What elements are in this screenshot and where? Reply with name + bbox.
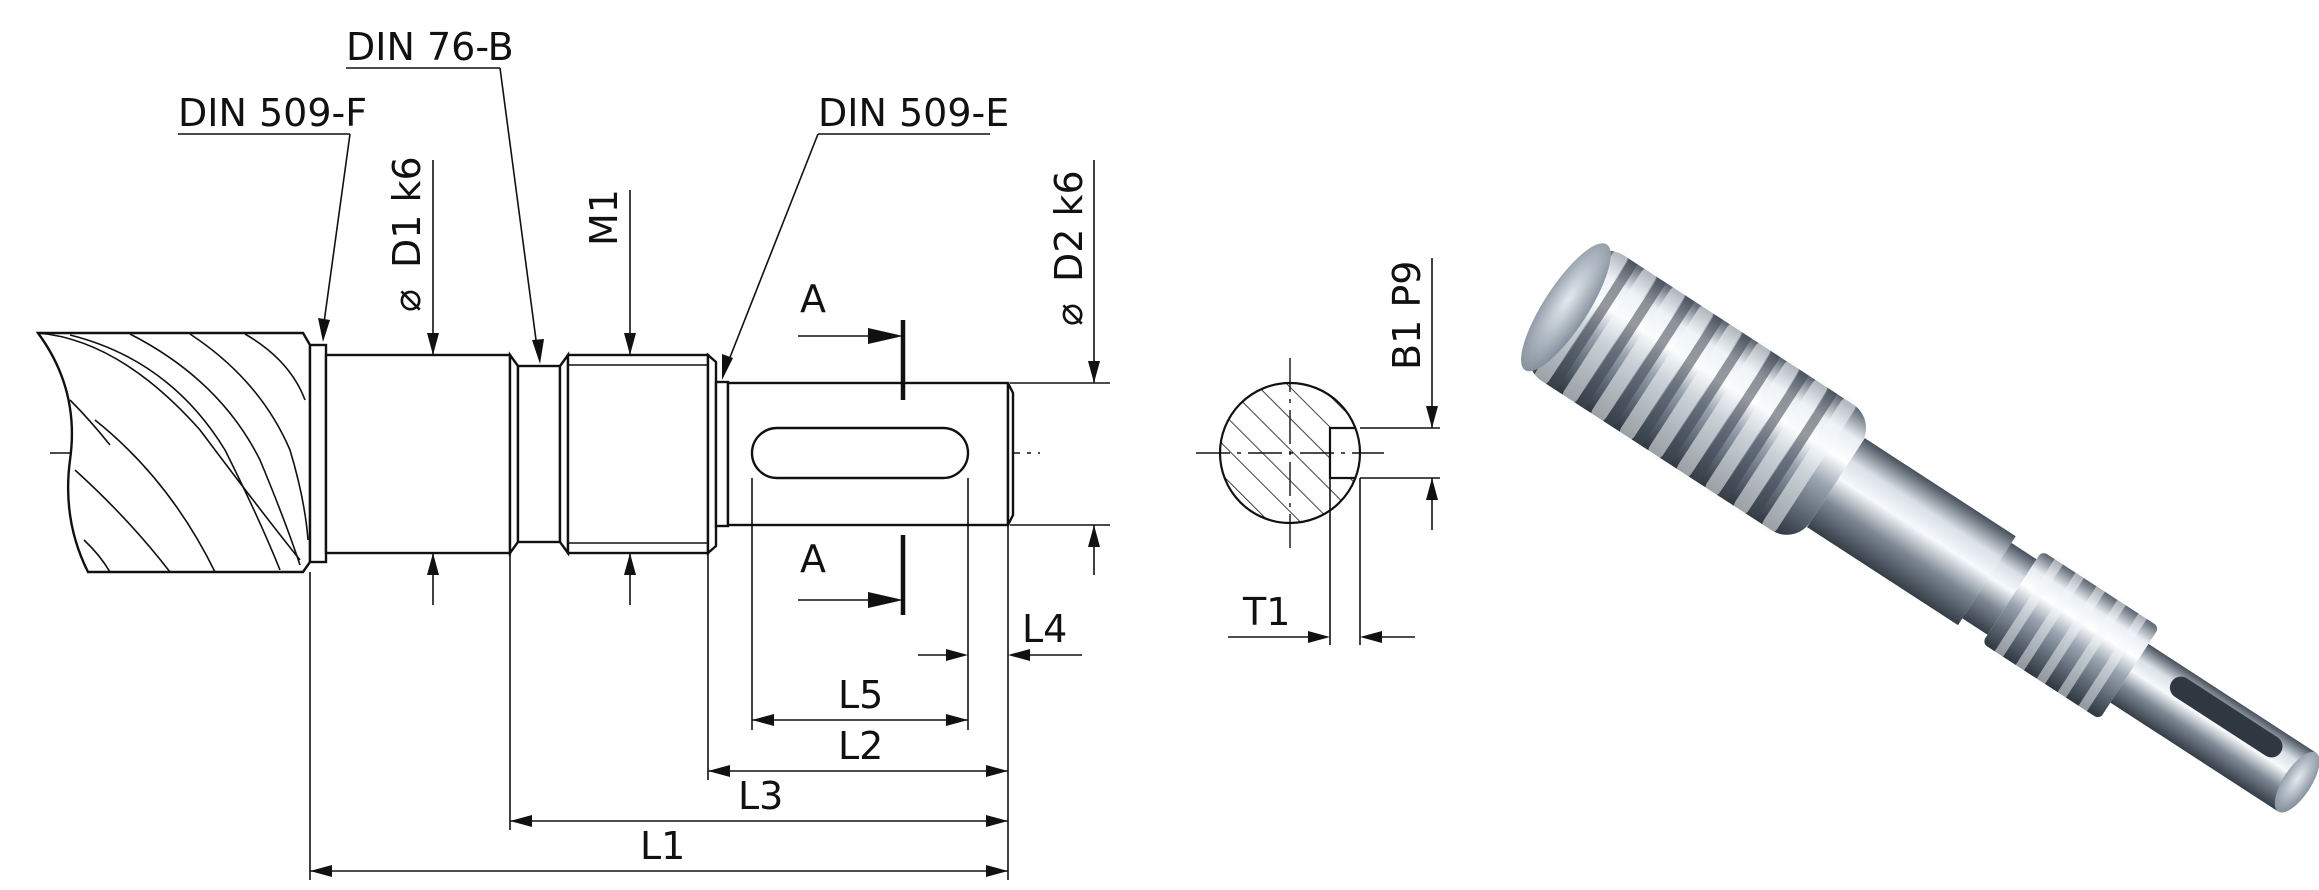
diameter-symbol: ⌀ bbox=[385, 289, 429, 312]
dim-l4-label: L4 bbox=[1022, 607, 1067, 651]
keyway-slot bbox=[750, 426, 970, 480]
section-label-top: A bbox=[800, 277, 826, 321]
dim-d2-label: D2 k6 bbox=[1047, 170, 1091, 282]
dim-m1-label: M1 bbox=[582, 189, 626, 246]
spindle-render bbox=[1521, 243, 2319, 813]
dim-l2-label: L2 bbox=[838, 724, 883, 768]
callout-din-509-f: DIN 509-F bbox=[178, 91, 367, 342]
section-view: B1 P9 T1 bbox=[1196, 258, 1440, 645]
callout-din-509-f-label: DIN 509-F bbox=[178, 91, 367, 135]
dim-b1-label: B1 P9 bbox=[1385, 261, 1429, 370]
side-view bbox=[35, 331, 1040, 574]
dim-l1-label: L1 bbox=[640, 824, 685, 868]
callout-din-509-e: DIN 509-E bbox=[722, 91, 1009, 380]
diameter-symbol-2: ⌀ bbox=[1047, 303, 1091, 326]
callout-din-76-b-label: DIN 76-B bbox=[346, 25, 514, 69]
d1-journal bbox=[324, 353, 512, 555]
dim-l5-label: L5 bbox=[838, 673, 883, 717]
length-dimensions: L4 L5 L2 L3 L1 bbox=[309, 478, 1082, 880]
dim-d2: D2 k6 ⌀ bbox=[1010, 160, 1110, 575]
callout-din-76-b: DIN 76-B bbox=[346, 25, 544, 364]
dim-m1: M1 bbox=[582, 189, 636, 605]
dim-d1-label: D1 k6 bbox=[385, 156, 429, 268]
dim-l3-label: L3 bbox=[738, 774, 783, 818]
ball-screw-thread bbox=[35, 331, 328, 574]
section-label-bottom: A bbox=[800, 537, 826, 581]
callout-din-509-e-label: DIN 509-E bbox=[818, 91, 1009, 135]
m1-thread bbox=[566, 353, 710, 555]
section-cut-marker: A A bbox=[798, 277, 906, 615]
dim-t1-label: T1 bbox=[1242, 590, 1290, 634]
dim-d1: D1 k6 ⌀ bbox=[385, 156, 439, 605]
